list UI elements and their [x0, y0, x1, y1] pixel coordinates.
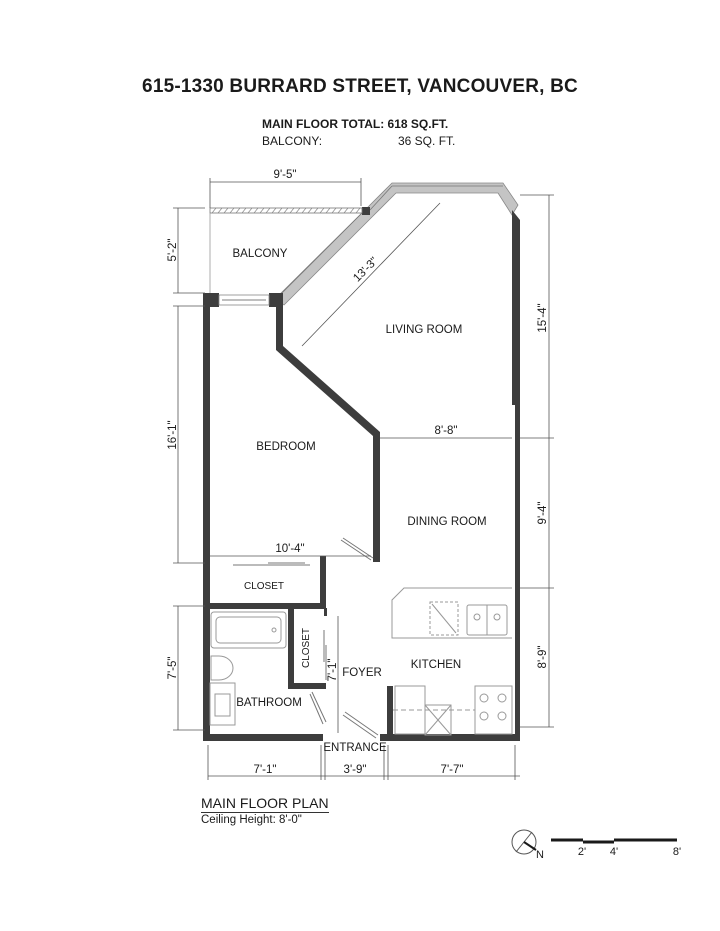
room-label-foyer-closet: CLOSET — [301, 628, 312, 668]
north-label: N — [536, 849, 544, 861]
scale-tick-8: 8' — [673, 846, 681, 858]
dim-bottom-left: 7'-1" — [254, 764, 277, 776]
dim-bathroom-depth: 7'-5" — [167, 657, 179, 680]
area-summary: MAIN FLOOR TOTAL: 618 SQ.FT. BALCONY: 36… — [262, 116, 455, 150]
dim-dining-width: 8'-8" — [435, 425, 458, 437]
scale-tick-4: 4' — [610, 846, 618, 858]
dim-balcony-depth: 5'-2" — [167, 239, 179, 262]
dim-bottom-mid: 3'-9" — [344, 764, 367, 776]
kitchen-fixtures — [391, 587, 513, 736]
dim-living-depth: 15'-4" — [537, 303, 549, 332]
room-label-balcony: BALCONY — [233, 248, 288, 260]
dim-dining-depth: 9'-4" — [537, 502, 549, 525]
room-label-dining-room: DINING ROOM — [407, 516, 486, 528]
dim-bottom-right: 7'-7" — [441, 764, 464, 776]
balcony-area-row: BALCONY: 36 SQ. FT. — [262, 133, 455, 150]
balcony-railing — [209, 207, 363, 293]
dim-kitchen-depth: 8'-9" — [537, 646, 549, 669]
balcony-area-value: 36 SQ. FT. — [398, 134, 456, 148]
bathroom-fixtures — [209, 611, 287, 726]
page-title: 615-1330 BURRARD STREET, VANCOUVER, BC — [142, 76, 578, 97]
balcony-area-label: BALCONY: — [262, 134, 323, 148]
walls — [203, 210, 520, 741]
ceiling-height: Ceiling Height: 8'-0" — [201, 814, 302, 826]
room-labels: BALCONY LIVING ROOM BEDROOM DINING ROOM … — [233, 248, 487, 754]
main-floor-total: MAIN FLOOR TOTAL: 618 SQ.FT. — [262, 117, 449, 131]
window-glazing — [275, 182, 519, 306]
plan-footer: MAIN FLOOR PLAN Ceiling Height: 8'-0" — [201, 795, 329, 826]
dim-bedroom-width: 10'-4" — [275, 543, 304, 555]
dim-foyer-depth: 7'-1" — [327, 659, 339, 682]
room-label-foyer: FOYER — [342, 667, 382, 679]
dimension-lines — [173, 178, 554, 780]
room-label-bedroom: BEDROOM — [256, 441, 315, 453]
scale-tick-2: 2' — [578, 846, 586, 858]
room-label-closet: CLOSET — [244, 581, 284, 592]
room-label-entrance: ENTRANCE — [323, 742, 387, 754]
dim-bedroom-depth: 16'-1" — [167, 420, 179, 449]
scale-bar: 2' 4' 8' — [551, 838, 681, 858]
dimension-labels: 9'-5" 5'-2" 13'-3" 15'-4" 16'-1" 10'-4" … — [167, 169, 549, 776]
dim-balcony-width: 9'-5" — [274, 169, 297, 181]
room-label-kitchen: KITCHEN — [411, 659, 461, 671]
doors — [233, 537, 379, 739]
plan-name: MAIN FLOOR PLAN — [201, 795, 329, 813]
room-label-bathroom: BATHROOM — [236, 697, 302, 709]
room-label-living-room: LIVING ROOM — [386, 324, 463, 336]
north-arrow-icon: N — [511, 829, 544, 861]
